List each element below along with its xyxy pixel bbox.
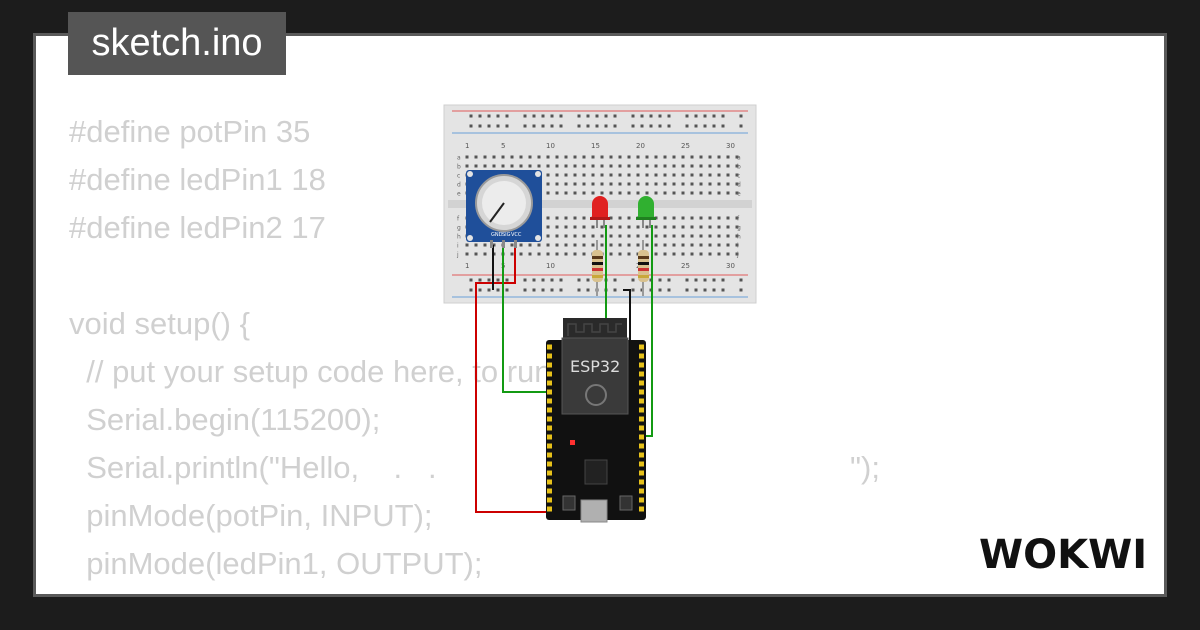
wokwi-logo-text: WOKWI	[979, 532, 1147, 576]
code-line: Serial.println("Hello, . . ");	[69, 450, 880, 485]
black-wire-esp	[623, 289, 631, 350]
breadboard-row-letter: a	[457, 155, 461, 162]
breadboard-row-letter: c	[737, 173, 740, 180]
code-line: #define ledPin2 17	[69, 210, 326, 245]
breadboard-row-letter: j	[736, 252, 739, 259]
resistor-1[interactable]	[592, 240, 603, 296]
breadboard-column-number: 15	[591, 142, 600, 150]
code-line: Serial.begin(115200);	[69, 402, 381, 437]
breadboard-row-letter: b	[737, 164, 741, 171]
breadboard-row-letter: e	[737, 191, 741, 198]
breadboard-row-letter: f	[737, 216, 740, 223]
breadboard-column-number: 1	[465, 142, 469, 150]
breadboard-row-letter: d	[457, 182, 461, 189]
red-led[interactable]	[590, 196, 610, 228]
breadboard-row-letter: f	[457, 216, 460, 223]
breadboard-row-letter: g	[457, 225, 461, 232]
wokwi-logo: WOKWI	[979, 532, 1147, 576]
potentiometer[interactable]: GND SIG VCC	[466, 170, 542, 248]
code-line: pinMode(ledPin1, OUTPUT);	[69, 546, 483, 581]
breadboard-column-number: 30	[726, 262, 735, 270]
breadboard-row-letter: d	[737, 182, 741, 189]
code-line: void setup() {	[69, 306, 250, 341]
breadboard-column-number: 5	[501, 142, 505, 150]
breadboard-row-letter: a	[737, 155, 741, 162]
code-line: pinMode(potPin, INPUT);	[69, 498, 433, 533]
breadboard-column-number: 10	[546, 142, 555, 150]
esp32-pins	[547, 344, 644, 512]
esp32-label: ESP32	[570, 357, 620, 376]
pot-pin-label: VCC	[511, 232, 522, 238]
breadboard-row-letter: c	[457, 173, 460, 180]
usb-port-icon	[580, 499, 608, 523]
breadboard-column-number: 20	[636, 142, 645, 150]
red-wire	[475, 245, 553, 513]
file-tab[interactable]: sketch.ino	[68, 12, 286, 75]
en-button[interactable]	[619, 495, 633, 511]
resistor-2[interactable]	[638, 240, 649, 296]
breadboard-column-number: 25	[681, 142, 690, 150]
breadboard-column-number: 1	[465, 262, 469, 270]
green-wire-pot	[502, 245, 553, 393]
breadboard-row-letter: g	[737, 225, 741, 232]
code-line: #define ledPin1 18	[69, 162, 326, 197]
green-led[interactable]	[636, 196, 656, 228]
breadboard-row-letter: h	[737, 234, 741, 241]
code-editor[interactable]: #define potPin 35 #define ledPin1 18 #defi…	[69, 108, 880, 594]
breadboard-row-letter: j	[456, 252, 459, 259]
breadboard-column-number: 10	[546, 262, 555, 270]
breadboard-column-number: 30	[726, 142, 735, 150]
pot-pin-label: GND	[491, 232, 503, 238]
breadboard-row-letter: h	[457, 234, 461, 241]
boot-button[interactable]	[562, 495, 576, 511]
breadboard-row-letter: i	[737, 243, 739, 250]
breadboard-row-letter: i	[457, 243, 459, 250]
breadboard-column-number: 25	[681, 262, 690, 270]
breadboard-row-letter: b	[457, 164, 461, 171]
code-line: #define potPin 35	[69, 114, 311, 149]
breadboard-row-letter: e	[457, 191, 461, 198]
pot-pin-label: SIG	[502, 232, 511, 238]
esp32-board[interactable]: ESP32	[546, 318, 646, 523]
